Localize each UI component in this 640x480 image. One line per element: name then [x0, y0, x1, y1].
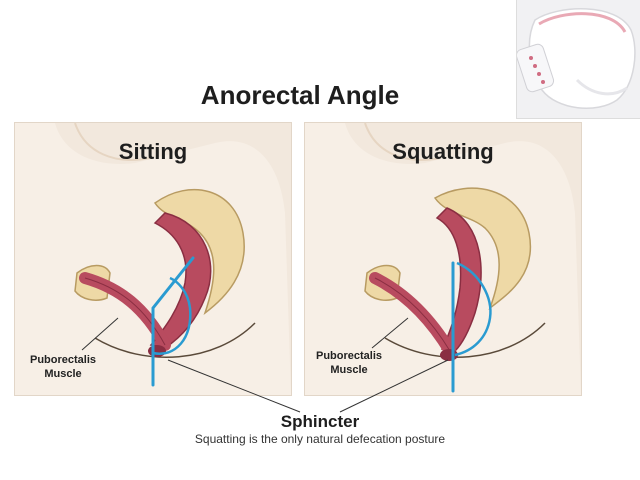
- angle-arc: [152, 276, 192, 356]
- sacrum-bone: [153, 188, 245, 316]
- angle-arc: [454, 261, 492, 357]
- sitting-title: Sitting: [118, 139, 188, 164]
- sitting-panel: Sitting Puborectalis Muscle: [14, 122, 292, 396]
- squatting-puborectalis-label: Puborectalis Muscle: [315, 350, 383, 376]
- sphincter-knot: [148, 345, 166, 357]
- sitting-puborectalis-label: Puborectalis Muscle: [29, 354, 97, 380]
- diagram-title: Anorectal Angle: [200, 80, 400, 110]
- anorectal-angle-line: [151, 256, 195, 387]
- squatting-title: Squatting: [392, 139, 494, 164]
- toilet-seat-product-image: [515, 0, 640, 119]
- toilet-seat-illustration: [515, 8, 636, 110]
- sacrum-bone: [433, 187, 532, 311]
- squatting-panel: Squatting Puborectalis Muscle: [304, 122, 582, 396]
- sphincter-label: Sphincter: [280, 412, 360, 431]
- diagram-caption: Squatting is the only natural defecation…: [194, 432, 446, 446]
